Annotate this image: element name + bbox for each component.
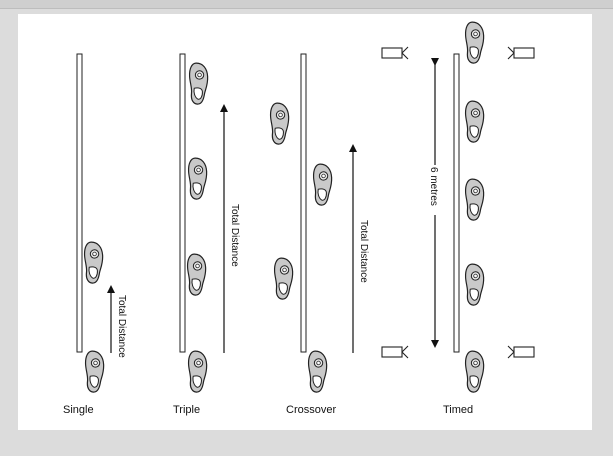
foot-icon [464,99,486,144]
label-crossover: Crossover [286,404,336,416]
total-distance-label-crossover: Total Distance [358,220,369,283]
triple-lane-line [179,53,186,353]
foot-icon [188,61,210,106]
foot-icon [83,240,105,285]
six-metres-label: 6 metres [428,167,439,206]
timing-gate-icon [381,345,409,359]
crossover-lane-line [300,53,307,353]
single-lane-line [76,53,83,353]
foot-icon [464,20,486,65]
timed-lane-line [453,53,460,353]
foot-icon [186,252,208,297]
foot-icon [269,101,291,146]
label-triple: Triple [173,404,200,416]
foot-icon [187,156,209,201]
total-distance-label-triple: Total Distance [229,204,240,267]
foot-icon [307,349,329,394]
timing-gate-icon [507,345,535,359]
foot-icon [312,162,334,207]
foot-icon [84,349,106,394]
foot-icon [464,262,486,307]
foot-icon [464,349,486,394]
top-bar [0,0,613,9]
foot-icon [273,256,295,301]
timing-gate-icon [381,46,409,60]
six-metres-label-bg [430,165,440,215]
foot-icon [187,349,209,394]
timing-gate-icon [507,46,535,60]
foot-icon [464,177,486,222]
label-timed: Timed [443,404,473,416]
label-single: Single [63,404,94,416]
total-distance-label-single: Total Distance [116,295,127,358]
